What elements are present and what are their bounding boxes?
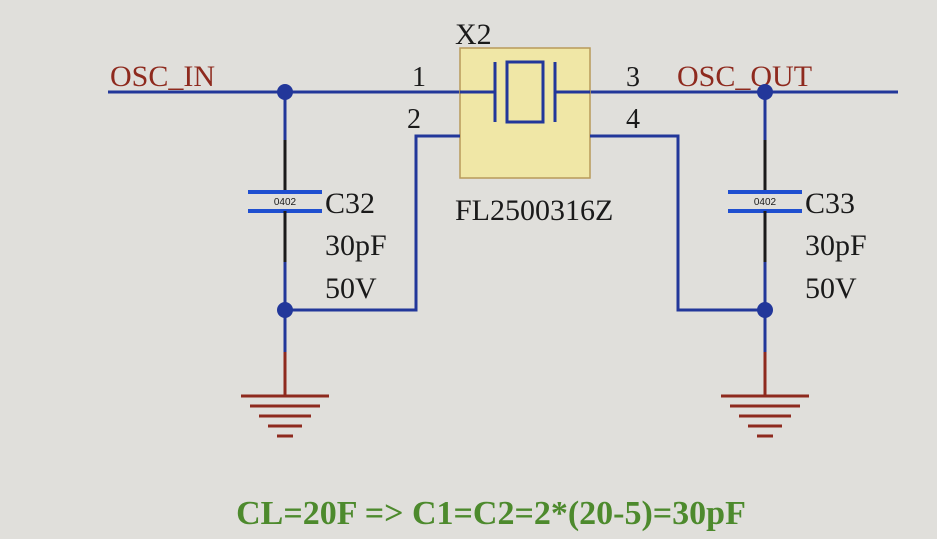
crystal-part-number: FL2500316Z — [455, 194, 613, 227]
junction-dot-left-bottom — [277, 302, 293, 318]
junction-dot-right-bottom — [757, 302, 773, 318]
pin-number-4: 4 — [626, 104, 640, 135]
c32-voltage: 50V — [325, 272, 377, 305]
pin-number-3: 3 — [626, 62, 640, 93]
junction-dot-left-top — [277, 84, 293, 100]
pin4-wire — [590, 134, 765, 312]
load-capacitance-note: CL=20F => C1=C2=2*(20-5)=30pF — [236, 495, 746, 532]
c32-refdes: C32 — [325, 187, 375, 220]
crystal-body — [459, 47, 591, 179]
c33-package-label: 0402 — [754, 197, 777, 208]
crystal-refdes: X2 — [455, 18, 492, 51]
junction-dot-right-top — [757, 84, 773, 100]
c32-package-label: 0402 — [274, 197, 297, 208]
ground-icon — [721, 352, 809, 438]
ground-icon — [241, 352, 329, 438]
c33-value: 30pF — [805, 229, 867, 262]
c33-refdes: C33 — [805, 187, 855, 220]
pin-number-1: 1 — [412, 62, 426, 93]
crystal-symbol-icon — [460, 60, 590, 124]
c33-voltage: 50V — [805, 272, 857, 305]
pin2-wire — [285, 134, 460, 312]
pin-number-2: 2 — [407, 104, 421, 135]
net-label-osc-out: OSC_OUT — [677, 60, 812, 93]
net-label-osc-in: OSC_IN — [110, 60, 215, 93]
c32-value: 30pF — [325, 229, 387, 262]
